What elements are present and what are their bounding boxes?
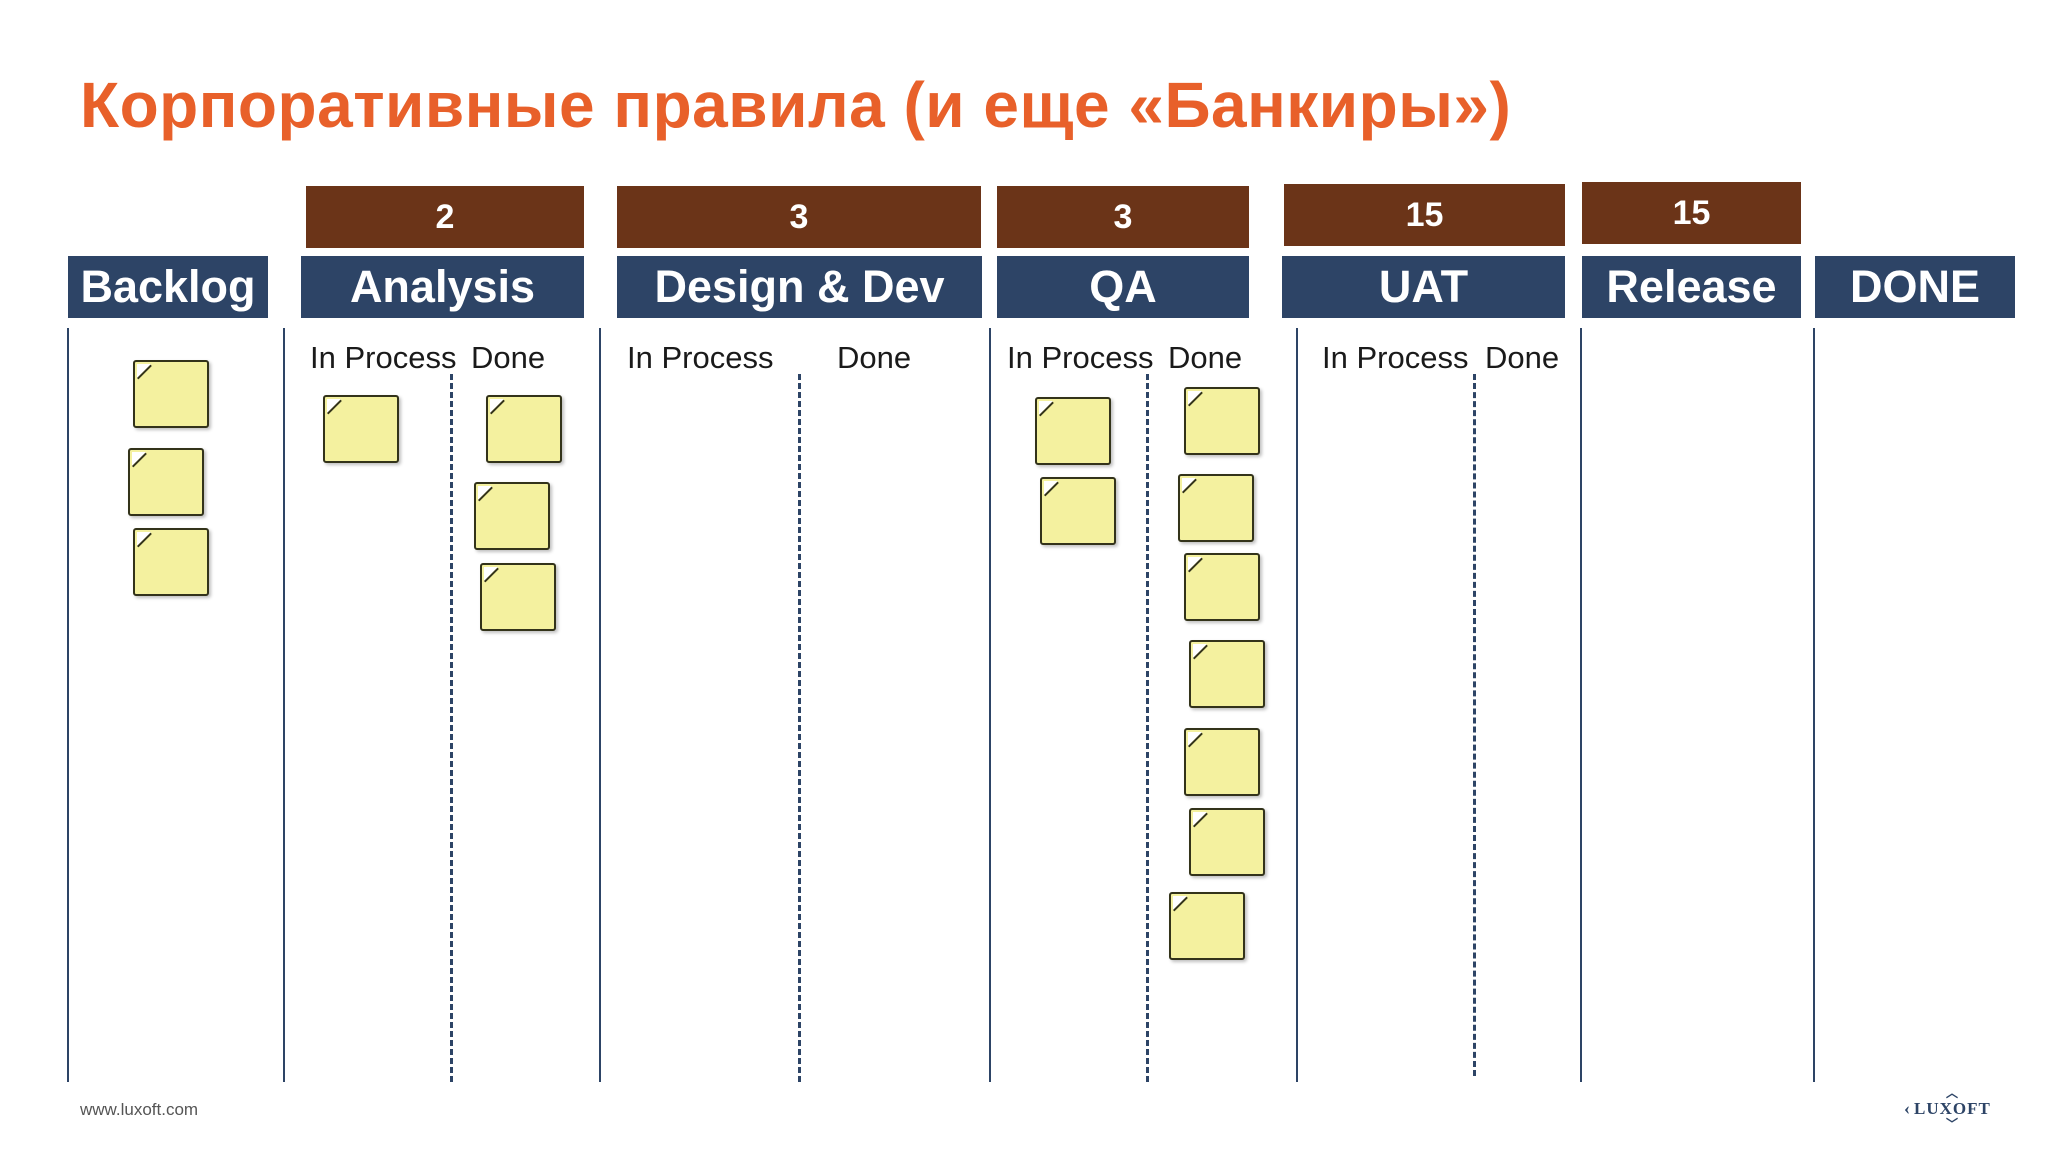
- column-divider: [1580, 328, 1582, 1082]
- wip-limit-uat: 15: [1284, 184, 1565, 246]
- sticky-note-card[interactable]: [323, 395, 399, 463]
- wip-limit-design-dev: 3: [617, 186, 981, 248]
- chevron-down-icon: ﹀: [1946, 1117, 1960, 1131]
- sticky-note-card[interactable]: [474, 482, 550, 550]
- sticky-note-card[interactable]: [1169, 892, 1245, 960]
- column-header-analysis: Analysis: [301, 256, 584, 318]
- column-divider: [283, 328, 285, 1082]
- sticky-note-card[interactable]: [1189, 640, 1265, 708]
- footer-url: www.luxoft.com: [80, 1100, 199, 1119]
- column-header-qa: QA: [997, 256, 1249, 318]
- subcolumn-divider: [450, 374, 453, 1082]
- subcolumn-label-done: Done: [1168, 340, 1243, 375]
- sticky-note-card[interactable]: [1189, 808, 1265, 876]
- sticky-note-card[interactable]: [486, 395, 562, 463]
- chevron-up-icon: ︿: [1946, 1086, 1960, 1100]
- sticky-note-card[interactable]: [1035, 397, 1111, 465]
- column-header-done: DONE: [1815, 256, 2015, 318]
- sticky-note-card[interactable]: [1184, 553, 1260, 621]
- subcolumn-label-in-process: In Process: [627, 340, 774, 375]
- subcolumn-label-in-process: In Process: [310, 340, 457, 375]
- column-header-design-dev: Design & Dev: [617, 256, 982, 318]
- slide-title: Корпоративные правила (и еще «Банкиры»): [80, 69, 1512, 141]
- subcolumn-label-done: Done: [837, 340, 912, 375]
- subcolumn-divider: [798, 374, 801, 1082]
- column-divider: [1813, 328, 1815, 1082]
- subcolumn-label-in-process: In Process: [1007, 340, 1154, 375]
- sticky-note-card[interactable]: [1184, 728, 1260, 796]
- wip-limit-release: 15: [1582, 182, 1801, 244]
- sticky-note-card[interactable]: [1184, 387, 1260, 455]
- column-header-release: Release: [1582, 256, 1801, 318]
- logo-text: LUXOFT: [1914, 1099, 1991, 1118]
- sticky-note-card[interactable]: [1040, 477, 1116, 545]
- sticky-note-card[interactable]: [133, 528, 209, 596]
- luxoft-logo: ︿ ‹ LUXOFT ﹀: [1904, 1084, 1994, 1131]
- subcolumn-divider: [1473, 374, 1476, 1076]
- chevron-left-icon: ‹: [1904, 1098, 1911, 1118]
- subcolumn-label-done: Done: [1485, 340, 1560, 375]
- wip-limit-analysis: 2: [306, 186, 584, 248]
- sticky-note-card[interactable]: [480, 563, 556, 631]
- sticky-note-card[interactable]: [133, 360, 209, 428]
- column-header-uat: UAT: [1282, 256, 1565, 318]
- subcolumn-divider: [1146, 374, 1149, 1082]
- column-divider: [989, 328, 991, 1082]
- wip-limit-qa: 3: [997, 186, 1249, 248]
- subcolumn-label-done: Done: [471, 340, 546, 375]
- subcolumn-label-in-process: In Process: [1322, 340, 1469, 375]
- column-header-backlog: Backlog: [68, 256, 268, 318]
- sticky-note-card[interactable]: [1178, 474, 1254, 542]
- column-divider: [599, 328, 601, 1082]
- column-divider: [1296, 328, 1298, 1082]
- column-divider: [67, 328, 69, 1082]
- sticky-note-card[interactable]: [128, 448, 204, 516]
